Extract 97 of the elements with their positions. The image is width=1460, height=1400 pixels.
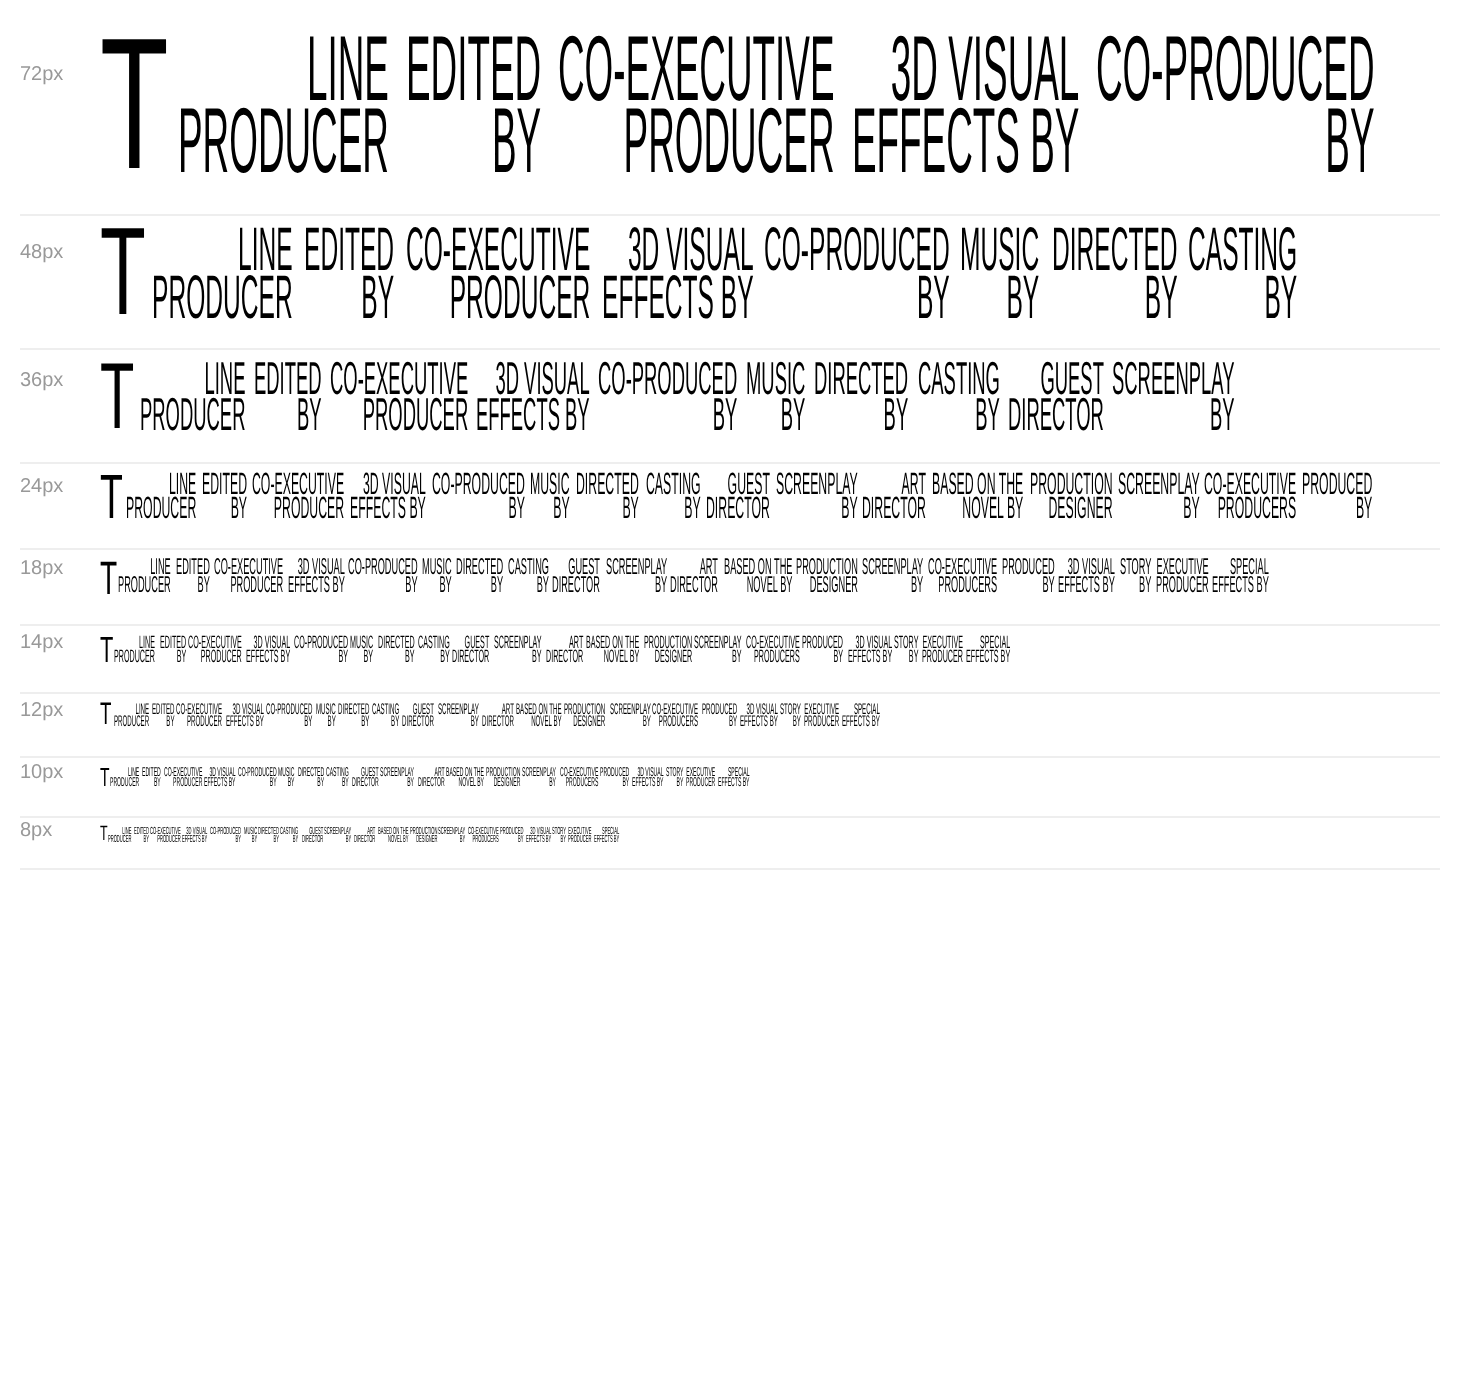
credit-text: BASED ON THE NOVEL BY xyxy=(586,636,640,664)
font-size-label: 72px xyxy=(20,64,64,86)
credit-text: CO-EXECUTIVE PRODUCERS xyxy=(1204,474,1297,522)
credit-text: 3D VISUAL EFFECTS BY xyxy=(476,360,590,432)
credit-text: CO-EXECUTIVE PRODUCER xyxy=(214,560,284,596)
credit-text: SPECIAL EFFECTS BY xyxy=(1212,560,1270,596)
credit-text: CO-EXECUTIVE PRODUCER xyxy=(188,636,243,664)
credit-text: PRODUCTION DESIGNER xyxy=(643,636,692,664)
credit-text: CO-PRODUCED BY xyxy=(598,360,738,432)
credit-text: MUSIC BY xyxy=(422,560,452,596)
credit-text: PRODUCED BY xyxy=(802,636,844,664)
credit-text: EDITED BY xyxy=(405,32,541,176)
font-size-label: 24px xyxy=(20,476,64,498)
font-size-label: 12px xyxy=(20,700,64,722)
credit-text: 3D VISUAL EFFECTS BY xyxy=(287,560,344,596)
credit-text: EDITED BY xyxy=(253,360,321,432)
credit-text: 3D VISUAL EFFECTS BY xyxy=(601,226,753,322)
credit-text: LINE PRODUCER xyxy=(114,636,156,664)
credit-text: CO-PRODUCED BY xyxy=(348,560,418,596)
credit-text: DIRECTED BY xyxy=(377,636,415,664)
credit-text: 3D VISUAL EFFECTS BY xyxy=(1058,560,1116,596)
credit-text: BASED ON THE NOVEL BY xyxy=(932,474,1024,522)
credit-text: EDITED BY xyxy=(201,474,247,522)
credit-text: EXECUTIVE PRODUCER xyxy=(1155,560,1208,596)
credit-text: SCREENPLAY BY xyxy=(862,560,924,596)
credit-text: CO-PRODUCED BY xyxy=(763,226,950,322)
credit-text: SCREENPLAY BY xyxy=(605,560,667,596)
credit-text: EDITED BY xyxy=(303,226,394,322)
credit-text: LINE PRODUCER xyxy=(125,474,196,522)
credit-text: DIRECTED BY xyxy=(456,560,504,596)
credit-text: CO-PRODUCED BY xyxy=(293,636,348,664)
credit-text: GUEST DIRECTOR xyxy=(705,474,770,522)
credit-text: LINE PRODUCER xyxy=(151,226,292,322)
credit-text: 3D VISUAL EFFECTS BY xyxy=(852,32,1080,176)
credit-text: CASTING BY xyxy=(1188,226,1298,322)
credit-text: CASTING BY xyxy=(645,474,700,522)
credit-text: PRODUCED BY xyxy=(1001,560,1055,596)
credit-text: ART DIRECTOR xyxy=(545,636,583,664)
font-size-label: 48px xyxy=(20,242,64,264)
credit-text: LINE PRODUCER xyxy=(118,560,172,596)
credit-text: BASED ON THE NOVEL BY xyxy=(723,560,792,596)
credit-text: EDITED BY xyxy=(176,560,210,596)
credit-text: CASTING BY xyxy=(417,636,450,664)
credit-text: ART DIRECTOR xyxy=(862,474,927,522)
credit-text: GUEST DIRECTOR xyxy=(452,636,491,664)
specimen-initial: T xyxy=(100,560,118,596)
credit-text: GUEST DIRECTOR xyxy=(552,560,601,596)
font-size-label: 36px xyxy=(20,370,64,392)
credit-text: MUSIC BY xyxy=(350,636,374,664)
credit-text: PRODUCED BY xyxy=(1302,474,1373,522)
specimen-initial: T xyxy=(100,828,108,844)
credit-text: SCREENPLAY BY xyxy=(1112,360,1235,432)
credit-text: MUSIC BY xyxy=(746,360,806,432)
credit-text: SCREENPLAY BY xyxy=(493,636,542,664)
credit-text: CO-EXECUTIVE PRODUCER xyxy=(252,474,345,522)
specimen-initial: T xyxy=(100,360,135,432)
credit-text: EXECUTIVE PRODUCER xyxy=(922,636,964,664)
credit-text: SCREENPLAY BY xyxy=(1117,474,1200,522)
credit-text: DIRECTED BY xyxy=(814,360,909,432)
specimen-initial: T xyxy=(100,226,146,322)
credit-text: CO-EXECUTIVE PRODUCERS xyxy=(745,636,800,664)
font-size-label: 18px xyxy=(20,558,64,580)
credit-text: MUSIC BY xyxy=(530,474,571,522)
credit-text: CO-EXECUTIVE PRODUCERS xyxy=(928,560,998,596)
credit-text: PRODUCTION DESIGNER xyxy=(1029,474,1112,522)
credit-text: GUEST DIRECTOR xyxy=(1007,360,1104,432)
credit-text: CO-EXECUTIVE PRODUCER xyxy=(329,360,468,432)
credit-text: STORY BY xyxy=(1119,560,1151,596)
font-size-label: 10px xyxy=(20,762,64,784)
credit-text: CO-PRODUCED BY xyxy=(431,474,525,522)
credit-text: 3D VISUAL EFFECTS BY xyxy=(350,474,426,522)
credit-text: LINE PRODUCER xyxy=(139,360,245,432)
credit-text: DIRECTED BY xyxy=(576,474,640,522)
credit-text: ART DIRECTOR xyxy=(670,560,719,596)
credit-text: SCREENPLAY BY xyxy=(775,474,857,522)
font-size-label: 8px xyxy=(20,820,53,842)
font-size-label: 14px xyxy=(20,632,64,654)
credit-text: 3D VISUAL EFFECTS BY xyxy=(245,636,290,664)
credit-text: CO-EXECUTIVE PRODUCER xyxy=(558,32,835,176)
credit-text: EDITED BY xyxy=(159,636,186,664)
specimen-initial: T xyxy=(100,704,112,728)
specimen-initial: T xyxy=(100,32,169,176)
credit-text: CO-PRODUCED BY xyxy=(1096,32,1376,176)
credit-text: CASTING BY xyxy=(917,360,1000,432)
specimen-initial: T xyxy=(100,636,114,664)
credit-text: CASTING BY xyxy=(507,560,549,596)
credit-text: STORY BY xyxy=(894,636,919,664)
credit-text: DIRECTED BY xyxy=(1051,226,1178,322)
credit-text: 3D VISUAL EFFECTS BY xyxy=(847,636,892,664)
credit-text: LINE PRODUCER xyxy=(177,32,388,176)
specimen-initial: T xyxy=(100,768,110,788)
credit-text: PRODUCTION DESIGNER xyxy=(796,560,859,596)
credit-text: SCREENPLAY BY xyxy=(694,636,743,664)
credit-text: SPECIAL EFFECTS BY xyxy=(966,636,1011,664)
credit-text: MUSIC BY xyxy=(960,226,1041,322)
credit-text: CO-EXECUTIVE PRODUCER xyxy=(405,226,590,322)
specimen-initial: T xyxy=(100,474,123,522)
